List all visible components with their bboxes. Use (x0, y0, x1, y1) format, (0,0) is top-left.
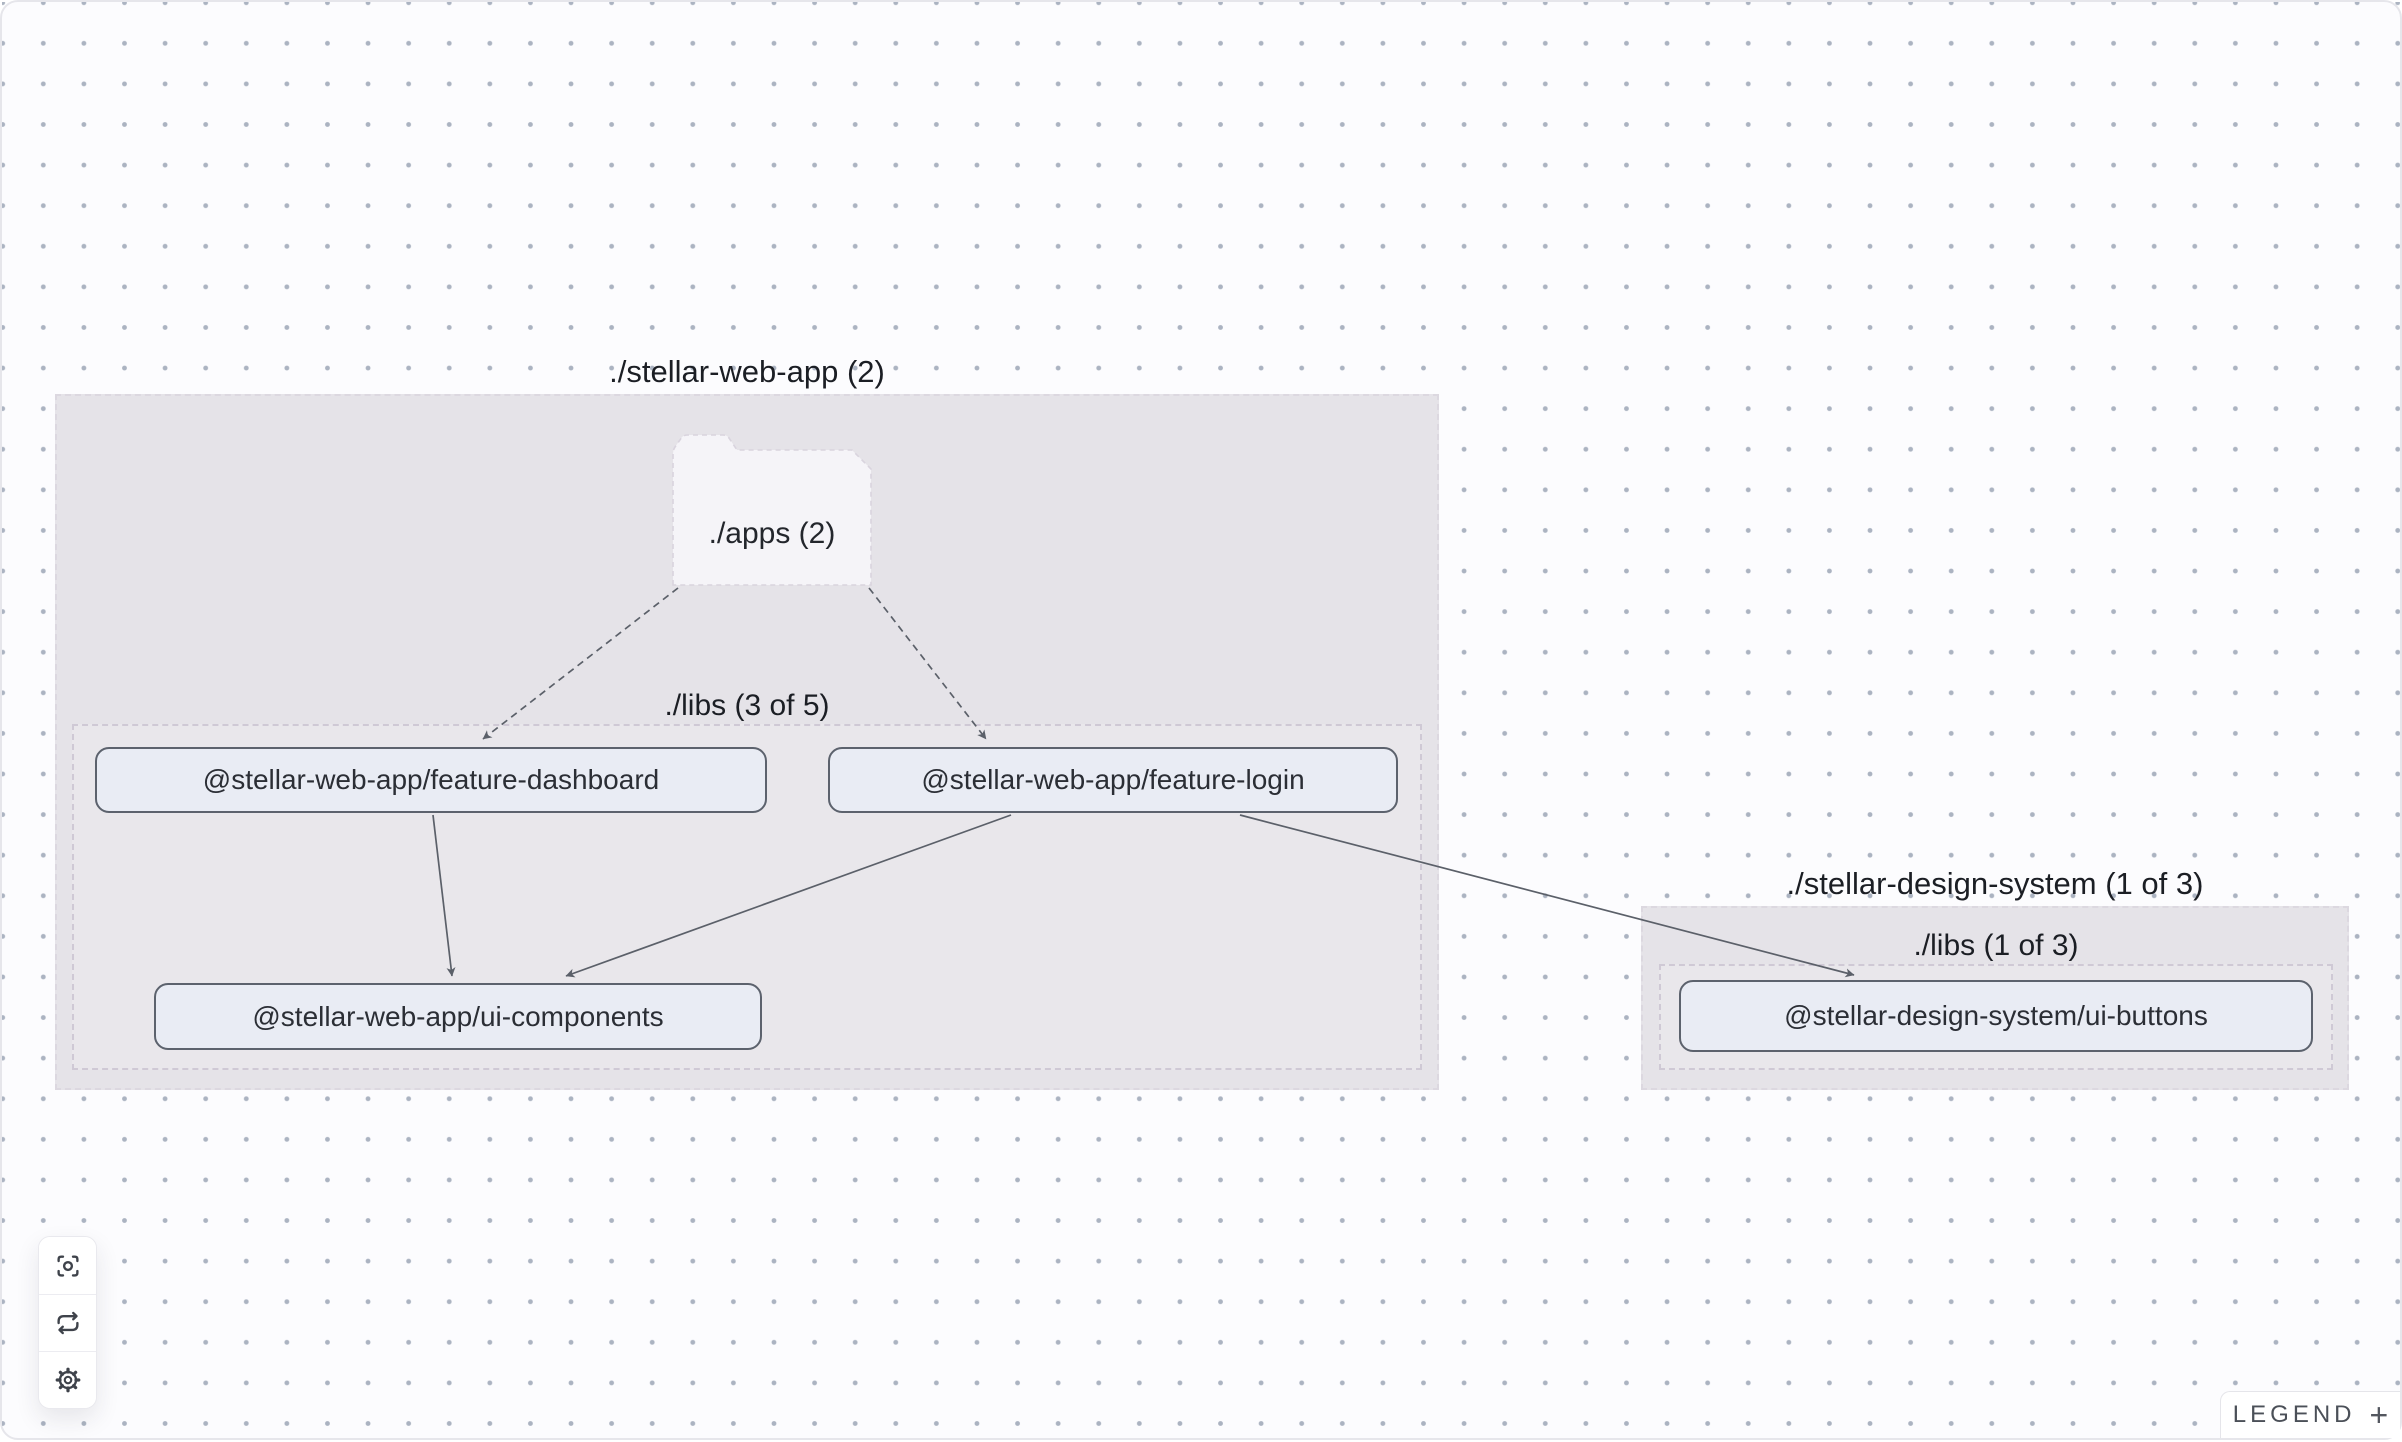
node-ui-buttons[interactable]: @stellar-design-system/ui-buttons (1679, 980, 2313, 1052)
node-feature-login[interactable]: @stellar-web-app/feature-login (828, 747, 1398, 813)
graph-toolbar (38, 1236, 97, 1409)
zoom-to-fit-button[interactable] (39, 1237, 96, 1294)
edge-feature-dashboard-to-ui-components[interactable] (432, 814, 456, 977)
legend-label: LEGEND (2232, 1401, 2356, 1428)
folder-node-apps[interactable]: ./apps (2) (672, 434, 872, 586)
settings-button[interactable] (39, 1351, 96, 1408)
node-label: @stellar-web-app/ui-components (252, 1000, 664, 1032)
refresh-button[interactable] (39, 1294, 96, 1351)
plus-icon: + (2369, 1397, 2389, 1433)
node-ui-components[interactable]: @stellar-web-app/ui-components (154, 983, 762, 1050)
subgroup-label-web-app-libs: ./libs (3 of 5) (664, 689, 830, 722)
folder-label: ./apps (2) (708, 517, 836, 550)
focus-crosshair-icon (53, 1251, 83, 1281)
refresh-cycle-icon (53, 1308, 83, 1338)
node-label: @stellar-design-system/ui-buttons (1784, 1000, 2208, 1031)
gear-icon (53, 1365, 83, 1395)
edge-apps-to-feature-login[interactable] (868, 587, 987, 740)
edge-feature-login-to-ui-buttons[interactable] (1239, 814, 1855, 978)
node-feature-dashboard[interactable]: @stellar-web-app/feature-dashboard (95, 747, 767, 813)
edge-apps-to-feature-dashboard[interactable] (482, 587, 679, 740)
edge-feature-login-to-ui-components[interactable] (565, 814, 1012, 978)
node-label: @stellar-web-app/feature-login (921, 764, 1305, 795)
folder-icon (672, 434, 872, 586)
legend-toggle[interactable]: LEGEND + (2220, 1391, 2400, 1438)
group-title-stellar-design-system: ./stellar-design-system (1 of 3) (1786, 866, 2204, 901)
subgroup-label-design-system-libs: ./libs (1 of 3) (1913, 929, 2079, 962)
group-title-stellar-web-app: ./stellar-web-app (2) (609, 354, 885, 389)
node-label: @stellar-web-app/feature-dashboard (202, 764, 660, 795)
